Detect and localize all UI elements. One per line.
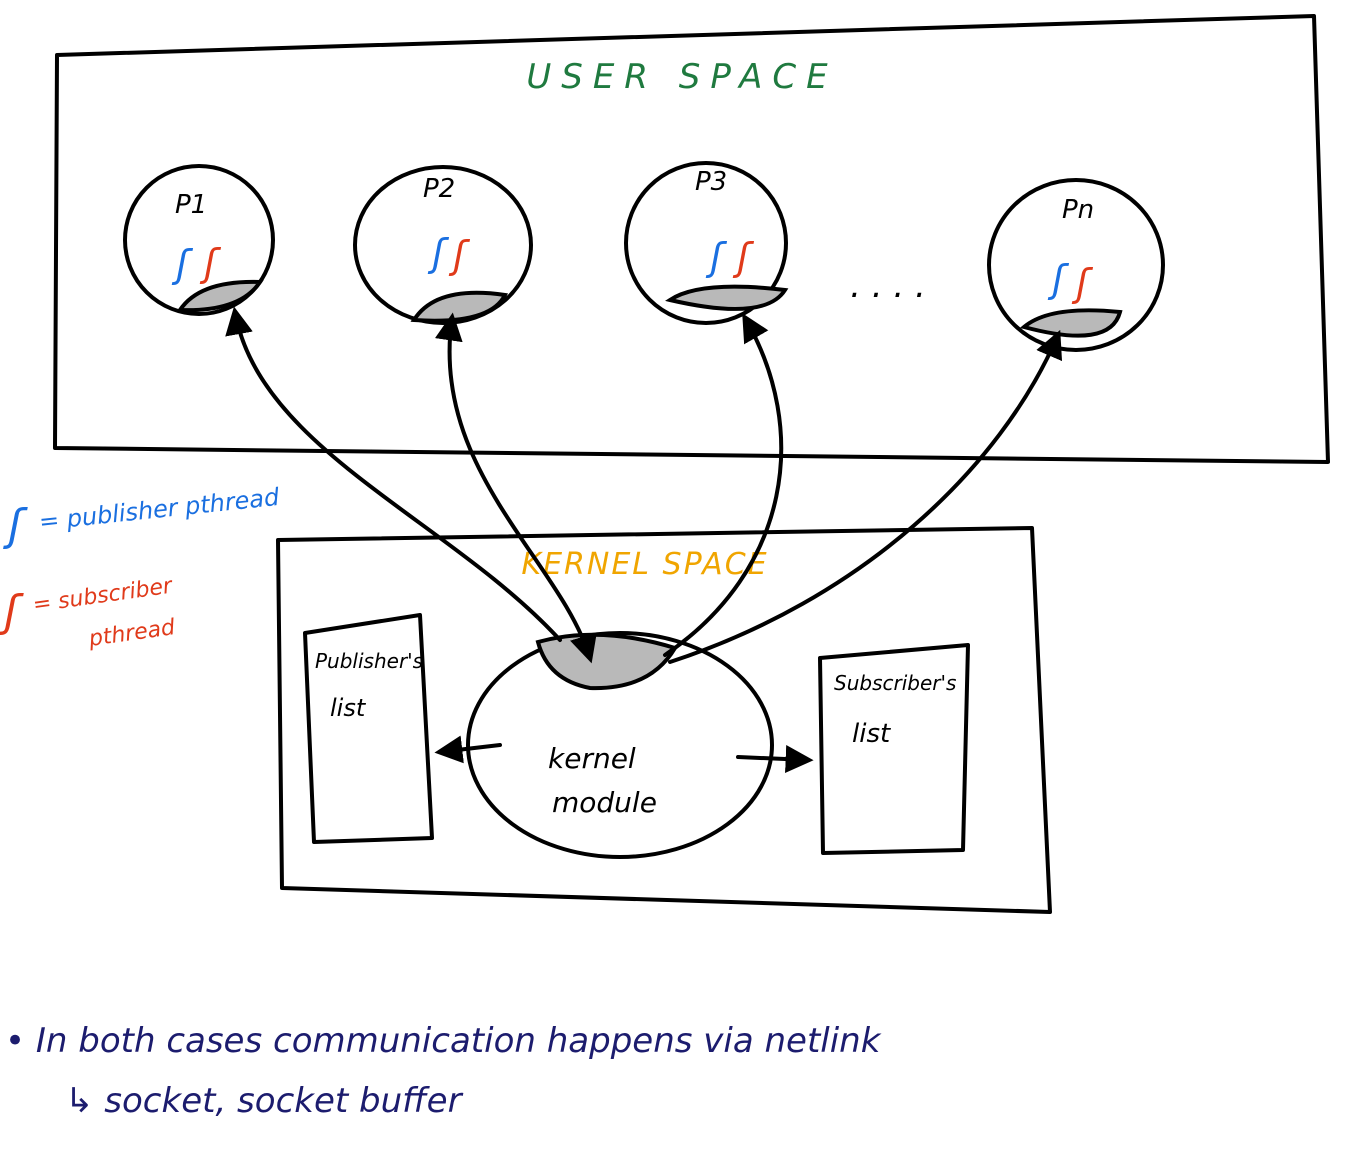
publishers-list: Publisher's list bbox=[303, 613, 434, 844]
process-label: Pn bbox=[1062, 195, 1094, 225]
arrow-to-publishers-list bbox=[434, 735, 502, 764]
legend: ʃ = publisher pthread ʃ = subscriber pth… bbox=[0, 483, 281, 652]
kernel-module-label-2: module bbox=[552, 786, 657, 819]
process-p1: P1 ʃ ʃ bbox=[123, 164, 275, 316]
subscribers-list-label-2: list bbox=[852, 719, 891, 749]
process-p3: P3 ʃ ʃ bbox=[624, 161, 789, 325]
note-line-2: ↳ socket, socket buffer bbox=[65, 1081, 464, 1121]
netlink-arrow-p1 bbox=[225, 306, 562, 642]
more-processes-ellipsis: . . . . bbox=[850, 266, 926, 306]
kernel-module-label-1: kernel bbox=[548, 742, 636, 775]
note-line-1: • In both cases communication happens vi… bbox=[5, 1021, 882, 1061]
arrow-to-subscribers-list bbox=[736, 745, 814, 774]
legend-publisher-text: = publisher pthread bbox=[38, 483, 282, 536]
subscriber-thread-icon: ʃ bbox=[448, 233, 471, 277]
publisher-thread-icon: ʃ bbox=[427, 231, 450, 275]
legend-publisher-symbol: ʃ bbox=[3, 500, 28, 551]
netlink-arrow-p2 bbox=[434, 312, 597, 664]
netlink-arrow-pn bbox=[668, 329, 1063, 664]
process-p2: P2 ʃ ʃ bbox=[353, 165, 533, 325]
process-label: P1 bbox=[175, 190, 207, 220]
kernel-space-box bbox=[276, 526, 1052, 914]
publisher-thread-icon: ʃ bbox=[1047, 257, 1070, 301]
publisher-thread-icon: ʃ bbox=[171, 242, 194, 286]
legend-subscriber-text-2: pthread bbox=[86, 615, 177, 652]
legend-subscriber-symbol: ʃ bbox=[0, 586, 24, 637]
kernel-space-title: KERNEL SPACE bbox=[521, 547, 768, 582]
publishers-list-label-2: list bbox=[330, 694, 367, 722]
subscriber-thread-icon: ʃ bbox=[199, 241, 222, 285]
publishers-list-label-1: Publisher's bbox=[315, 649, 423, 673]
subscriber-thread-icon: ʃ bbox=[1071, 261, 1094, 305]
kernel-module: kernel module bbox=[466, 631, 774, 859]
subscribers-list-label-1: Subscriber's bbox=[834, 671, 956, 695]
process-pn: Pn ʃ ʃ bbox=[987, 178, 1165, 352]
publisher-thread-icon: ʃ bbox=[705, 235, 728, 279]
user-space-box bbox=[53, 14, 1330, 464]
subscribers-list: Subscriber's list bbox=[818, 643, 970, 855]
netlink-arrow-p3 bbox=[663, 313, 784, 657]
process-label: P3 bbox=[695, 167, 727, 197]
legend-subscriber-text-1: = subscriber bbox=[31, 573, 175, 618]
process-label: P2 bbox=[423, 174, 455, 204]
subscriber-thread-icon: ʃ bbox=[732, 235, 755, 279]
user-space-title: USER SPACE bbox=[526, 57, 837, 97]
